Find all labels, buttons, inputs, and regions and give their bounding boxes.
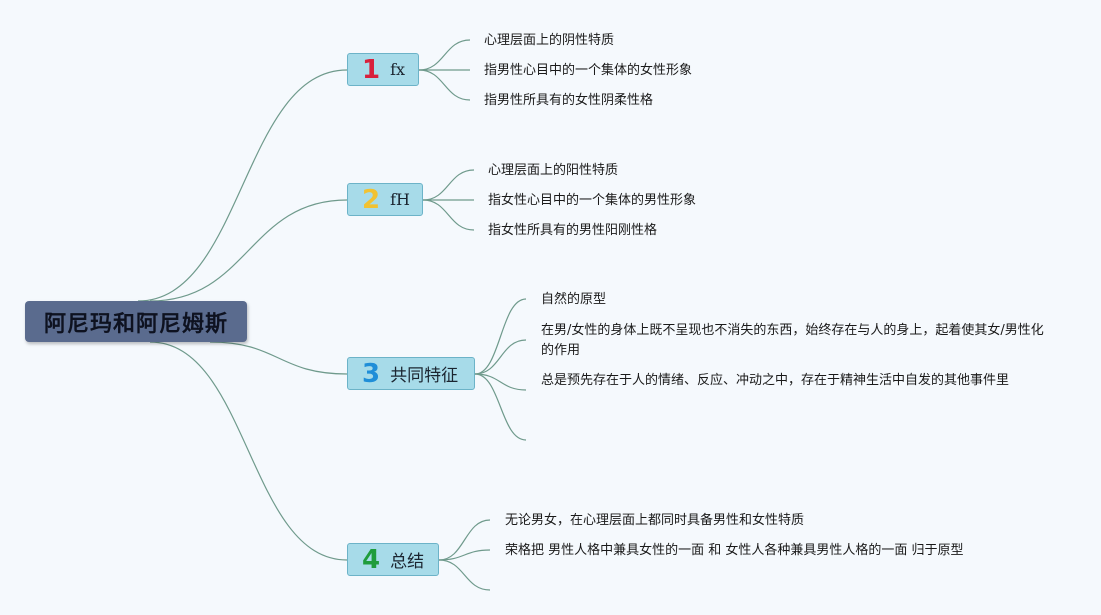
connector-root-branch-1 <box>137 69 348 302</box>
connector-4-1 <box>438 519 491 561</box>
leaf-1-3[interactable]: 指男性所具有的女性阴柔性格 <box>484 93 654 108</box>
leaf-2-2[interactable]: 指女性心目中的一个集体的男性形象 <box>488 193 697 208</box>
connector-1-1 <box>418 39 471 71</box>
branch-number-4: 4 <box>362 544 381 575</box>
connector-1-3 <box>418 69 471 101</box>
connector-2-1 <box>422 169 475 201</box>
connector-3-2 <box>474 339 527 375</box>
connector-4-3 <box>438 559 491 591</box>
branch-title-1: fx <box>390 60 406 79</box>
branch-number-2: 2 <box>362 184 381 215</box>
root-node[interactable]: 阿尼玛和阿尼姆斯 <box>25 301 247 342</box>
leaf-1-2[interactable]: 指男性心目中的一个集体的女性形象 <box>484 63 693 78</box>
leaf-1-1[interactable]: 心理层面上的阴性特质 <box>484 33 615 48</box>
branch-title-3: 共同特征 <box>390 366 459 386</box>
leaf-4-2[interactable]: 荣格把 男性人格中兼具女性的一面 和 女性人各种兼具男性人格的一面 归于原型 <box>505 543 964 558</box>
leaf-3-3[interactable]: 总是预先存在于人的情绪、反应、冲动之中，存在于精神生活中自发的其他事件里 <box>541 373 1010 388</box>
branch-node-4[interactable]: 4 总结 <box>347 543 439 576</box>
branch-title-2: fH <box>390 190 410 209</box>
connector-4-2 <box>438 549 491 561</box>
branch-node-3[interactable]: 3 共同特征 <box>347 357 475 390</box>
leaf-3-2[interactable]: 在男/女性的身体上既不呈现也不消失的东西，始终存在与人的身上，起着使其女/男性化… <box>541 323 1044 358</box>
branch-number-1: 1 <box>362 54 381 85</box>
branch-title-4: 总结 <box>390 552 425 572</box>
connector-3-3 <box>474 373 527 391</box>
leaf-3-1[interactable]: 自然的原型 <box>541 292 607 307</box>
leaf-2-1[interactable]: 心理层面上的阳性特质 <box>488 163 619 178</box>
leaf-4-1[interactable]: 无论男女，在心理层面上都同时具备男性和女性特质 <box>505 513 805 528</box>
connector-3-1 <box>474 298 527 375</box>
connector-2-3 <box>422 199 475 231</box>
connector-root-branch-2 <box>149 199 348 302</box>
branch-number-3: 3 <box>362 358 381 389</box>
branch-node-2[interactable]: 2 fH <box>347 183 423 216</box>
connector-root-branch-4 <box>149 341 348 561</box>
branch-node-1[interactable]: 1 fx <box>347 53 419 86</box>
connector-3-4 <box>474 373 527 441</box>
leaf-2-3[interactable]: 指女性所具有的男性阳刚性格 <box>488 223 658 238</box>
connector-root-branch-3 <box>209 341 348 375</box>
